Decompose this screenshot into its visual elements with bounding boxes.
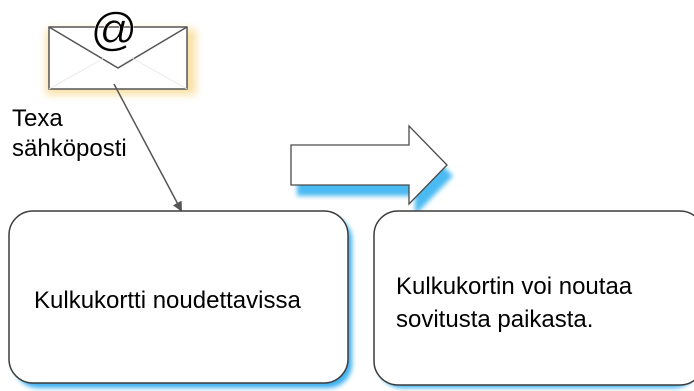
block-arrow	[290, 124, 453, 215]
step2-text-line1: Kulkukortin voi noutaa	[396, 273, 633, 300]
connector-arrow	[113, 83, 182, 212]
envelope-icon	[46, 26, 196, 95]
step2-text: Kulkukortin voi noutaa sovitusta paikast…	[396, 270, 632, 336]
step2-box	[373, 210, 694, 388]
step1-box	[8, 210, 352, 388]
email-label-line1: Texa	[12, 105, 63, 132]
step1-text: Kulkukortti noudettavissa	[34, 287, 301, 314]
email-label: Texa sähköposti	[12, 104, 127, 164]
email-label-line2: sähköposti	[12, 135, 127, 162]
step2-text-line2: sovitusta paikasta.	[396, 306, 594, 333]
at-symbol: @	[91, 3, 138, 55]
